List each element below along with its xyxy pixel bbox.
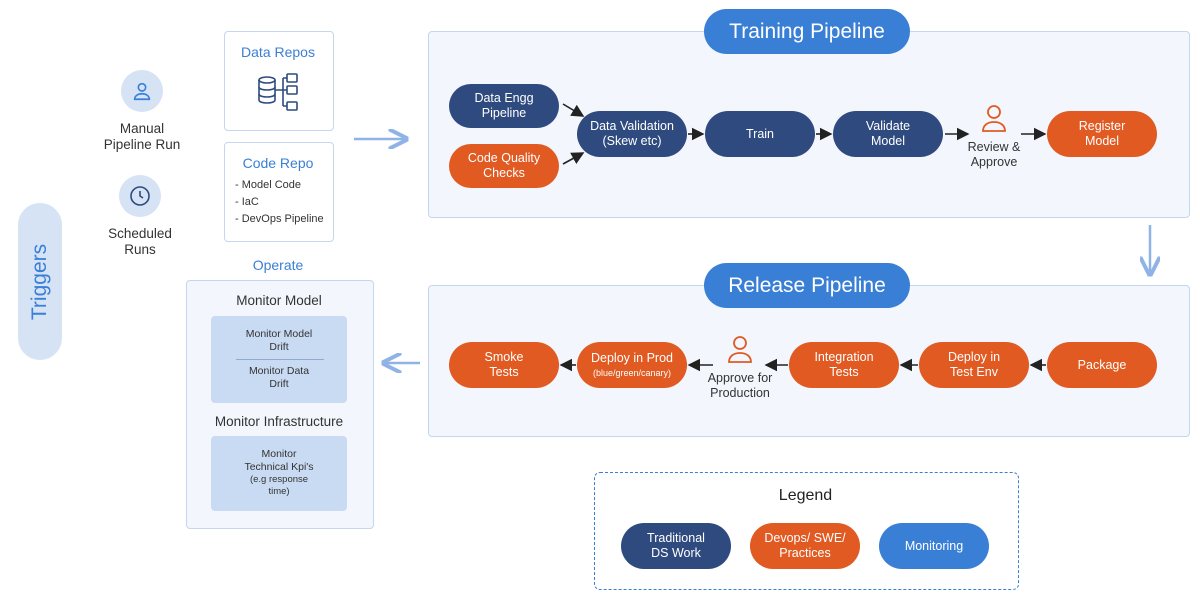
smoke-tests-node: Smoke Tests xyxy=(449,342,559,388)
deploy-prod-note: (blue/green/canary) xyxy=(592,368,672,379)
register-model-node: Register Model xyxy=(1047,111,1157,157)
legend-monitoring: Monitoring xyxy=(879,523,989,569)
database-icon xyxy=(256,70,302,119)
code-repo-card xyxy=(224,142,334,242)
technical-kpis-note: (e.g response time) xyxy=(249,474,309,497)
triggers-bar xyxy=(18,203,62,360)
monitor-model-title: Monitor Model xyxy=(236,293,322,308)
code-repo-item: - IaC xyxy=(235,196,259,208)
deploy-prod-node: Deploy in Prod (blue/green/canary) xyxy=(577,342,687,388)
monitor-infra-title: Monitor Infrastructure xyxy=(214,414,344,429)
legend-traditional: Traditional DS Work xyxy=(621,523,731,569)
deploy-test-node: Deploy in Test Env xyxy=(919,342,1029,388)
data-engg-node: Data Engg Pipeline xyxy=(449,84,559,128)
code-repo-title: Code Repo xyxy=(242,155,314,171)
clock-icon xyxy=(119,175,161,217)
data-repos-card xyxy=(224,31,334,131)
scheduled-runs-label: Scheduled Runs xyxy=(108,226,172,258)
release-pipeline-title: Release Pipeline xyxy=(704,263,910,308)
train-node: Train xyxy=(705,111,815,157)
review-approve-label: Review & Approve xyxy=(967,140,1021,169)
legend-title: Legend xyxy=(778,487,833,504)
training-pipeline-title: Training Pipeline xyxy=(704,9,910,54)
model-drift-label: Monitor Model Drift xyxy=(245,328,313,354)
reviewer-person-icon xyxy=(981,104,1007,137)
code-repo-item: - DevOps Pipeline xyxy=(235,213,324,225)
data-validation-node: Data Validation (Skew etc) xyxy=(577,111,687,157)
technical-kpis-label: Monitor Technical Kpi's xyxy=(244,448,314,474)
code-quality-node: Code Quality Checks xyxy=(449,144,559,188)
monitor-infra-box xyxy=(211,436,347,511)
approve-production-label: Approve for Production xyxy=(707,371,773,400)
operate-title: Operate xyxy=(252,257,304,273)
deploy-prod-label: Deploy in Prod xyxy=(591,351,673,366)
data-engg-to-validation-arrow xyxy=(562,103,585,117)
approver-person-icon xyxy=(727,335,753,368)
manual-run-icon xyxy=(121,70,163,112)
validate-model-node: Validate Model xyxy=(833,111,943,157)
data-repos-title: Data Repos xyxy=(241,44,315,60)
monitor-divider xyxy=(236,359,324,360)
legend-devops: Devops/ SWE/ Practices xyxy=(750,523,860,569)
package-node: Package xyxy=(1047,342,1157,388)
code-repo-item: - Model Code xyxy=(235,179,302,191)
data-drift-label: Monitor Data Drift xyxy=(248,365,310,391)
integration-tests-node: Integration Tests xyxy=(789,342,899,388)
legend-box xyxy=(594,472,1019,590)
code-quality-to-validation-arrow xyxy=(562,152,585,165)
manual-run-label: Manual Pipeline Run xyxy=(103,121,181,153)
